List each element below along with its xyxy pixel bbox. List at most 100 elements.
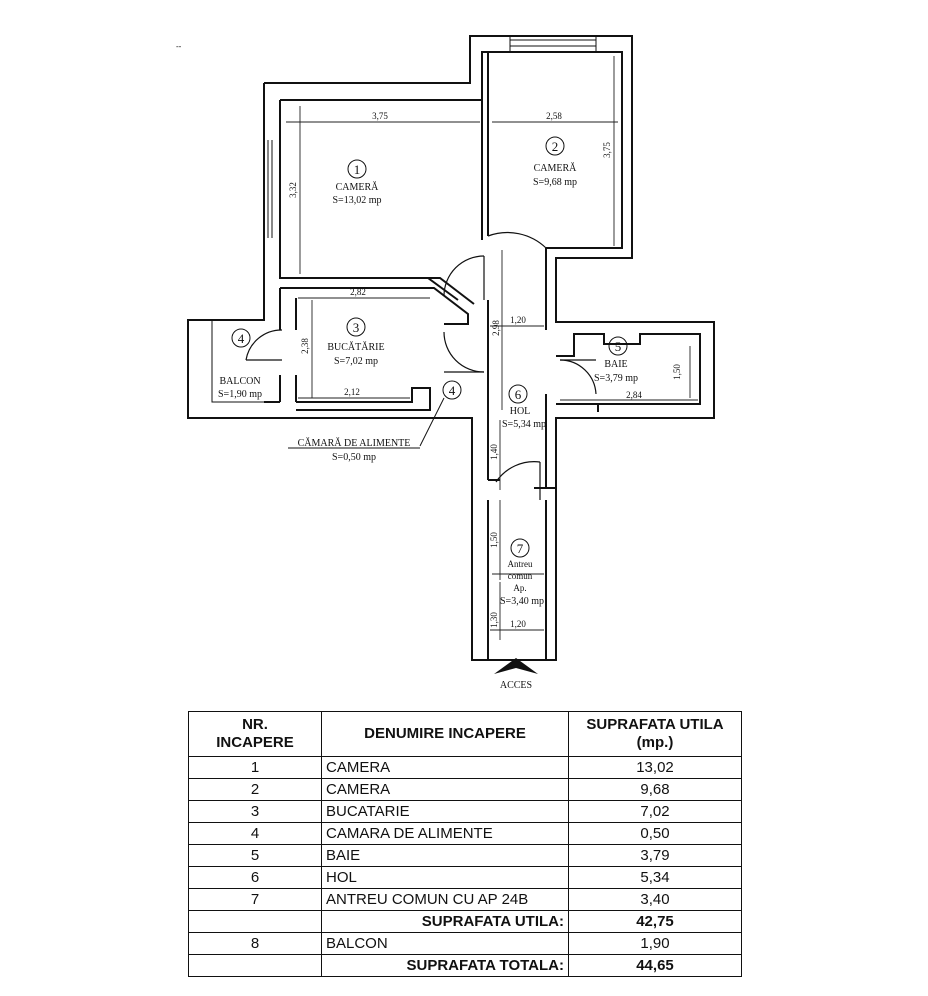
dim-kitchen-height: 2,38 (300, 338, 310, 354)
header-nr: NR. INCAPERE (188, 711, 322, 757)
total-row: SUPRAFATA TOTALA: 44,65 (188, 954, 742, 977)
balcony-name: BALCON (219, 376, 260, 387)
room-6-number: 6 (515, 387, 522, 402)
room-7-name-line1: Antreu (508, 559, 533, 569)
room-3-number: 3 (353, 320, 360, 335)
room-4-number: 4 (449, 383, 456, 398)
balcony-area: S=1,90 mp (218, 389, 262, 400)
row-area: 1,90 (568, 932, 742, 955)
row-nr: 4 (188, 822, 322, 845)
room-5-circle (608, 336, 628, 356)
room-4-area: S=0,50 mp (332, 452, 376, 463)
row-name: BAIE (321, 844, 569, 867)
table-row: 8 BALCON 1,90 (188, 932, 742, 955)
row-name: ANTREU COMUN CU AP 24B (321, 888, 569, 911)
room-1-circle (347, 159, 367, 179)
header-scribble: -- (176, 42, 182, 51)
row-name: HOL (321, 866, 569, 889)
subtotal-label: SUPRAFATA UTILA: (321, 910, 569, 933)
row-area: 3,40 (568, 888, 742, 911)
table-row: 1 CAMERA 13,02 (188, 756, 742, 779)
room-4-name: CĂMARĂ DE ALIMENTE (298, 437, 411, 449)
row-nr: 6 (188, 866, 322, 889)
room-1-number: 1 (354, 162, 361, 177)
dim-corridor-2: 1,50 (489, 532, 499, 548)
floor-plan: -- (176, 35, 715, 691)
table-header-row: NR. INCAPERE DENUMIRE INCAPERE SUPRAFATA… (188, 711, 742, 757)
room-5-area: S=3,79 mp (594, 373, 638, 384)
row-area: 13,02 (568, 756, 742, 779)
dim-kitchen-bottom: 2,12 (344, 387, 360, 397)
dim-room2-width: 2,58 (546, 111, 562, 121)
subtotal-row: SUPRAFATA UTILA: 42,75 (188, 910, 742, 933)
row-name: CAMARA DE ALIMENTE (321, 822, 569, 845)
row-area: 3,79 (568, 844, 742, 867)
dimension-lines (286, 56, 698, 640)
row-area: 5,34 (568, 866, 742, 889)
balcony-circle (231, 328, 251, 348)
room-3-circle (346, 317, 366, 337)
dim-entry-width: 1,20 (510, 619, 526, 629)
room-7-circle (510, 538, 530, 558)
dim-bath-width: 2,84 (626, 390, 642, 400)
row-area: 9,68 (568, 778, 742, 801)
room-1-name: CAMERĂ (336, 181, 380, 193)
room-3-area: S=7,02 mp (334, 356, 378, 367)
rooms-table: NR. INCAPERE DENUMIRE INCAPERE SUPRAFATA… (188, 711, 742, 977)
row-area: 0,50 (568, 822, 742, 845)
row-nr: 7 (188, 888, 322, 911)
room-2-number: 2 (552, 139, 559, 154)
row-nr: 1 (188, 756, 322, 779)
room-circles (231, 136, 628, 558)
dim-room1-width: 3,75 (372, 111, 388, 121)
dim-corridor-1: 1,40 (489, 444, 499, 460)
outer-walls (187, 35, 715, 661)
dim-corridor-3: 1,30 (489, 612, 499, 628)
total-label: SUPRAFATA TOTALA: (321, 954, 569, 977)
table-row: 5 BAIE 3,79 (188, 844, 742, 867)
room-6-name: HOL (510, 406, 531, 417)
dimension-labels: 3,75 2,58 3,32 3,75 2,82 2,12 2,38 2,98 … (288, 111, 682, 629)
row-nr: 2 (188, 778, 322, 801)
row-area: 7,02 (568, 800, 742, 823)
row-nr: 5 (188, 844, 322, 867)
subtotal-value: 42,75 (568, 910, 742, 933)
room-2-area: S=9,68 mp (533, 177, 577, 188)
dim-room2-height: 3,75 (602, 142, 612, 158)
room-7-name-line3: Ap. (513, 583, 526, 593)
table-row: 4 CAMARA DE ALIMENTE 0,50 (188, 822, 742, 845)
room-6-area: S=5,34 mp (502, 419, 546, 430)
room-3-name: BUCĂTĂRIE (327, 341, 384, 353)
table-row: 6 HOL 5,34 (188, 866, 742, 889)
row-nr: 3 (188, 800, 322, 823)
dim-hall-width: 1,20 (510, 315, 526, 325)
room-2-name: CAMERĂ (534, 162, 578, 174)
header-name: DENUMIRE INCAPERE (321, 711, 569, 757)
header-area: SUPRAFATA UTILA (mp.) (568, 711, 742, 757)
room-4-circle (442, 380, 462, 400)
balcony-number: 4 (238, 331, 245, 346)
row-name: CAMERA (321, 756, 569, 779)
room-7-name-line2: comun (508, 571, 533, 581)
access-label: ACCES (500, 680, 532, 691)
room-5-name: BAIE (604, 359, 627, 370)
total-value: 44,65 (568, 954, 742, 977)
row-name: BALCON (321, 932, 569, 955)
dim-room1-height: 3,32 (288, 182, 298, 198)
room-1-area: S=13,02 mp (333, 195, 382, 206)
room-7-area: S=3,40 mp (500, 596, 544, 607)
room-6-circle (508, 384, 528, 404)
row-name: CAMERA (321, 778, 569, 801)
dim-bath-height: 1,50 (672, 364, 682, 380)
row-name: BUCATARIE (321, 800, 569, 823)
room-7-number: 7 (517, 541, 524, 556)
room-labels: 1 CAMERĂ S=13,02 mp 2 CAMERĂ S=9,68 mp 3… (218, 139, 638, 607)
doors (245, 208, 597, 500)
dim-kitchen-top: 2,82 (350, 287, 366, 297)
table-row: 2 CAMERA 9,68 (188, 778, 742, 801)
row-nr: 8 (188, 932, 322, 955)
room-2-circle (545, 136, 565, 156)
table-row: 7 ANTREU COMUN CU AP 24B 3,40 (188, 888, 742, 911)
access-marker: ACCES (494, 658, 538, 691)
table-row: 3 BUCATARIE 7,02 (188, 800, 742, 823)
